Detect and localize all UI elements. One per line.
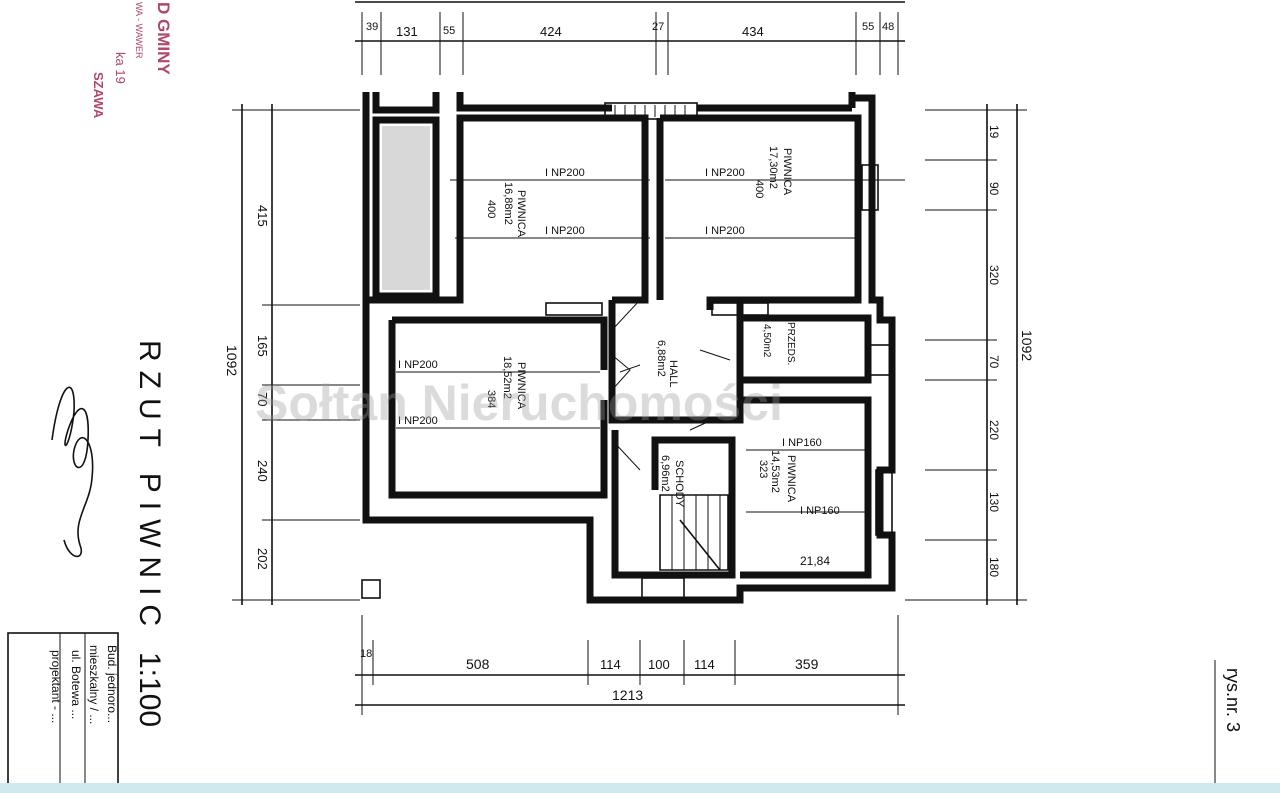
windows bbox=[861, 164, 893, 536]
bottom-dimension-chain: 18 508 114 100 114 359 1213 bbox=[355, 615, 905, 715]
room-labels: PIWNICA 16,88m2 400 PIWNICA 17,30m2 400 … bbox=[485, 146, 830, 568]
room-7-area: 14,53m2 bbox=[769, 450, 781, 493]
room-4-area: 6,88m2 bbox=[655, 340, 667, 377]
beam-labels: I NP200 I NP200 I NP200 I NP200 I NP200 … bbox=[398, 167, 840, 517]
right-dim-4: 70 bbox=[987, 355, 1001, 369]
room-3-name: PIWNICA bbox=[515, 362, 527, 410]
ventilation-grilles bbox=[545, 102, 769, 316]
top-dimension-chain: 39 131 55 424 27 434 55 48 bbox=[355, 1, 905, 75]
top-dim-5: 27 bbox=[652, 21, 664, 33]
drawing-scale: 1:100 bbox=[133, 652, 166, 727]
top-dim-1: 39 bbox=[366, 21, 378, 33]
stamp-line-1: D GMINY bbox=[154, 2, 173, 75]
room-2-name: PIWNICA bbox=[781, 148, 793, 196]
right-dimension-chain: 1092 19 90 320 70 220 130 180 bbox=[905, 104, 1035, 605]
right-dim-7: 180 bbox=[987, 557, 1001, 577]
municipal-stamp: D GMINY WA - WAWER ka 19 SZAWA bbox=[91, 2, 173, 119]
beam-label-a: I NP200 bbox=[545, 167, 585, 179]
beam-label-e: I NP200 bbox=[398, 359, 438, 371]
side-note-1: Bud. jednoro... bbox=[105, 645, 119, 723]
title-block: Bud. jednoro... mieszkalny / ... ul. Bot… bbox=[7, 632, 119, 793]
drawing-number: rys.nr. 3 bbox=[1223, 668, 1243, 732]
right-dim-2: 90 bbox=[987, 182, 1001, 196]
column-marker bbox=[361, 579, 381, 599]
room-2-area: 17,30m2 bbox=[767, 146, 779, 189]
left-dim-3: 70 bbox=[255, 392, 270, 406]
side-note-2: mieszkalny / ... bbox=[87, 645, 101, 724]
door-swings bbox=[611, 299, 731, 471]
right-overall: 1092 bbox=[1019, 330, 1035, 361]
bottom-dim-2: 508 bbox=[466, 656, 490, 672]
right-dim-6: 130 bbox=[987, 492, 1001, 512]
handwritten-area: 21,84 bbox=[800, 554, 830, 568]
drawing-title: RZUT PIWNIC bbox=[133, 340, 166, 635]
right-dim-1: 19 bbox=[987, 125, 1001, 139]
beam-label-d: I NP200 bbox=[705, 225, 745, 237]
room-6-name: SCHODY bbox=[673, 460, 685, 508]
bottom-dim-3: 114 bbox=[600, 657, 621, 672]
staircase bbox=[659, 494, 729, 571]
stamp-line-2: WA - WAWER bbox=[134, 2, 144, 59]
room-3-width: 384 bbox=[485, 390, 497, 408]
room-2-width: 400 bbox=[753, 180, 765, 198]
room-1-name: PIWNICA bbox=[515, 190, 527, 238]
top-dim-3: 55 bbox=[443, 25, 455, 37]
side-note-3: ul. Botewa ... bbox=[69, 650, 83, 719]
signature-scribble bbox=[51, 386, 94, 558]
bottom-dim-1: 18 bbox=[360, 648, 372, 660]
left-dim-2: 165 bbox=[255, 335, 270, 357]
top-dim-2: 131 bbox=[396, 24, 418, 39]
top-dim-6: 434 bbox=[742, 24, 764, 39]
room-7-name: PIWNICA bbox=[785, 455, 797, 503]
beam-label-c: I NP200 bbox=[705, 167, 745, 179]
room-5-area: 4,50m2 bbox=[761, 324, 772, 358]
beam-label-b: I NP200 bbox=[545, 225, 585, 237]
beam-label-f: I NP200 bbox=[398, 415, 438, 427]
beam-label-h: I NP160 bbox=[800, 505, 840, 517]
stamp-line-4: SZAWA bbox=[91, 72, 106, 119]
room-3-area: 18,52m2 bbox=[501, 356, 513, 399]
beam-label-g: I NP160 bbox=[782, 437, 822, 449]
top-dim-8: 48 bbox=[882, 21, 894, 33]
left-dim-4: 240 bbox=[255, 460, 270, 482]
beam-lines bbox=[396, 179, 905, 513]
side-note-4: projektant - ... bbox=[49, 650, 63, 723]
left-dim-5: 202 bbox=[255, 548, 270, 570]
room-5-name: PRZEDS. bbox=[785, 322, 796, 365]
top-dim-4: 424 bbox=[540, 24, 562, 39]
room-1-width: 400 bbox=[485, 200, 497, 218]
room-7-width: 323 bbox=[757, 460, 769, 478]
left-dim-1: 415 bbox=[255, 205, 270, 227]
room-6-area: 6,96m2 bbox=[659, 455, 671, 492]
left-dimension-chain: 1092 415 165 70 240 202 bbox=[224, 104, 360, 605]
bottom-dim-5: 114 bbox=[694, 657, 715, 672]
right-dim-3: 320 bbox=[987, 265, 1001, 285]
watermark: Sołtan Nieruchomości bbox=[255, 375, 783, 431]
outer-walls bbox=[362, 92, 896, 604]
room-4-name: HALL bbox=[667, 360, 679, 388]
stamp-line-3: ka 19 bbox=[113, 52, 128, 84]
entrance-step bbox=[641, 577, 685, 603]
light-shaft-fill bbox=[382, 126, 430, 290]
bottom-overall: 1213 bbox=[612, 687, 643, 703]
top-dim-7: 55 bbox=[862, 21, 874, 33]
bottom-dim-4: 100 bbox=[648, 657, 670, 672]
bottom-dim-6: 359 bbox=[795, 656, 819, 672]
left-overall: 1092 bbox=[224, 345, 240, 376]
room-1-area: 16,88m2 bbox=[502, 182, 514, 225]
right-dim-5: 220 bbox=[987, 420, 1001, 440]
bottom-strip bbox=[0, 783, 1280, 793]
